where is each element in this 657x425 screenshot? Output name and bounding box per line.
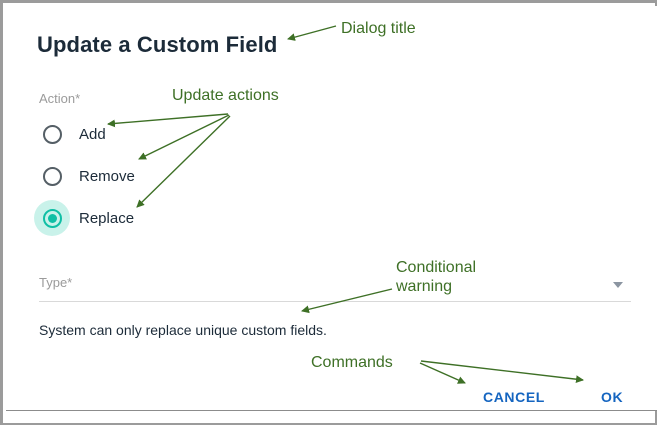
radio-option-remove[interactable]: Remove	[34, 158, 135, 194]
radio-dot-icon	[47, 213, 57, 223]
annotation-label-commands: Commands	[311, 354, 393, 371]
radio-hit-remove[interactable]	[34, 158, 70, 194]
radio-option-replace[interactable]: Replace	[34, 200, 134, 236]
annotation-label-warning: Conditional warning	[396, 259, 477, 295]
radio-hit-add[interactable]	[34, 116, 70, 152]
chevron-down-icon[interactable]	[613, 282, 623, 288]
radio-label-remove: Remove	[79, 167, 135, 185]
type-field-label: Type*	[39, 275, 73, 290]
radio-option-add[interactable]: Add	[34, 116, 106, 152]
update-custom-field-dialog: Update a Custom Field Action* Add Remove	[6, 6, 657, 411]
radio-hit-replace[interactable]	[34, 200, 70, 236]
radio-circle-icon	[42, 124, 62, 144]
cancel-button[interactable]: CANCEL	[477, 385, 551, 409]
action-field-label: Action*	[39, 91, 81, 106]
page-title: Update a Custom Field	[37, 32, 278, 57]
radio-circle-checked-icon	[42, 208, 62, 228]
type-select[interactable]	[39, 268, 631, 302]
radio-circle-icon	[42, 166, 62, 186]
conditional-warning-text: System can only replace unique custom fi…	[39, 322, 327, 338]
annotation-label-title: Dialog title	[341, 20, 416, 37]
ok-button[interactable]: OK	[595, 385, 629, 409]
annotation-label-actions: Update actions	[172, 87, 279, 104]
radio-label-add: Add	[79, 125, 106, 143]
radio-label-replace: Replace	[79, 209, 135, 227]
